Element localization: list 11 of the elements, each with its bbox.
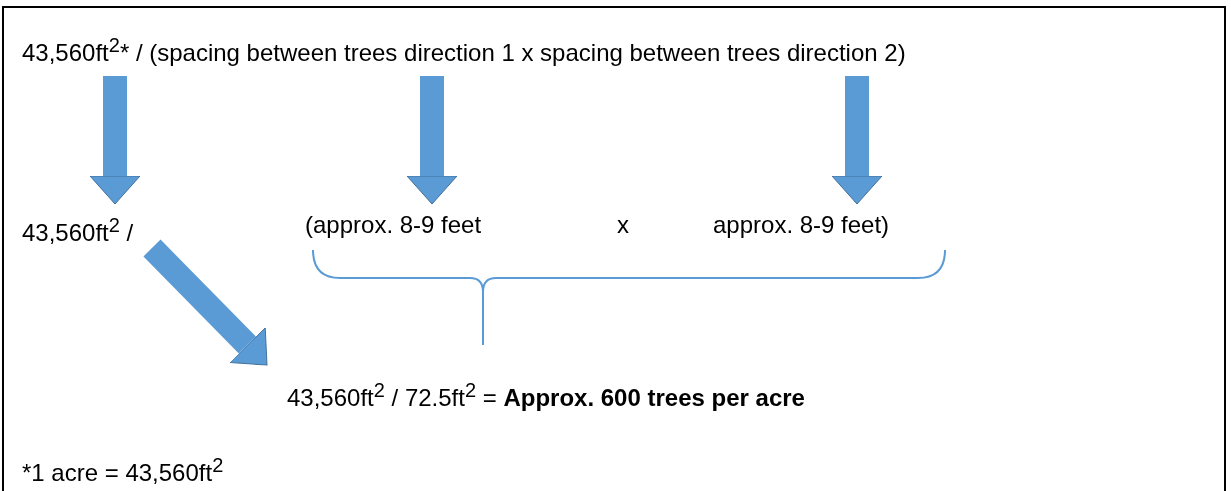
multiply-sign: x (617, 210, 629, 240)
block-arrow (89, 76, 141, 205)
block-arrow (143, 239, 268, 366)
formula-text: (approx. 8-9 feet (305, 210, 482, 240)
formula-text: approx. 8-9 feet) (713, 210, 890, 240)
formula-text: 43,560ft$^{2}$* / (spacing between trees direction 1 x spacing between trees direction 2) (22, 30, 906, 68)
formula-text: 43,560ft$^{2}$ / (22, 210, 134, 248)
block-arrow (406, 76, 458, 205)
footnote: *1 acre = 43,560ft$^{2}$ (22, 453, 224, 488)
block-arrow (831, 76, 883, 205)
formula-text: 43,560ft$^{2}$ / 72.5ft$^{2}$ = Approx. 600 trees per acre (287, 375, 805, 413)
